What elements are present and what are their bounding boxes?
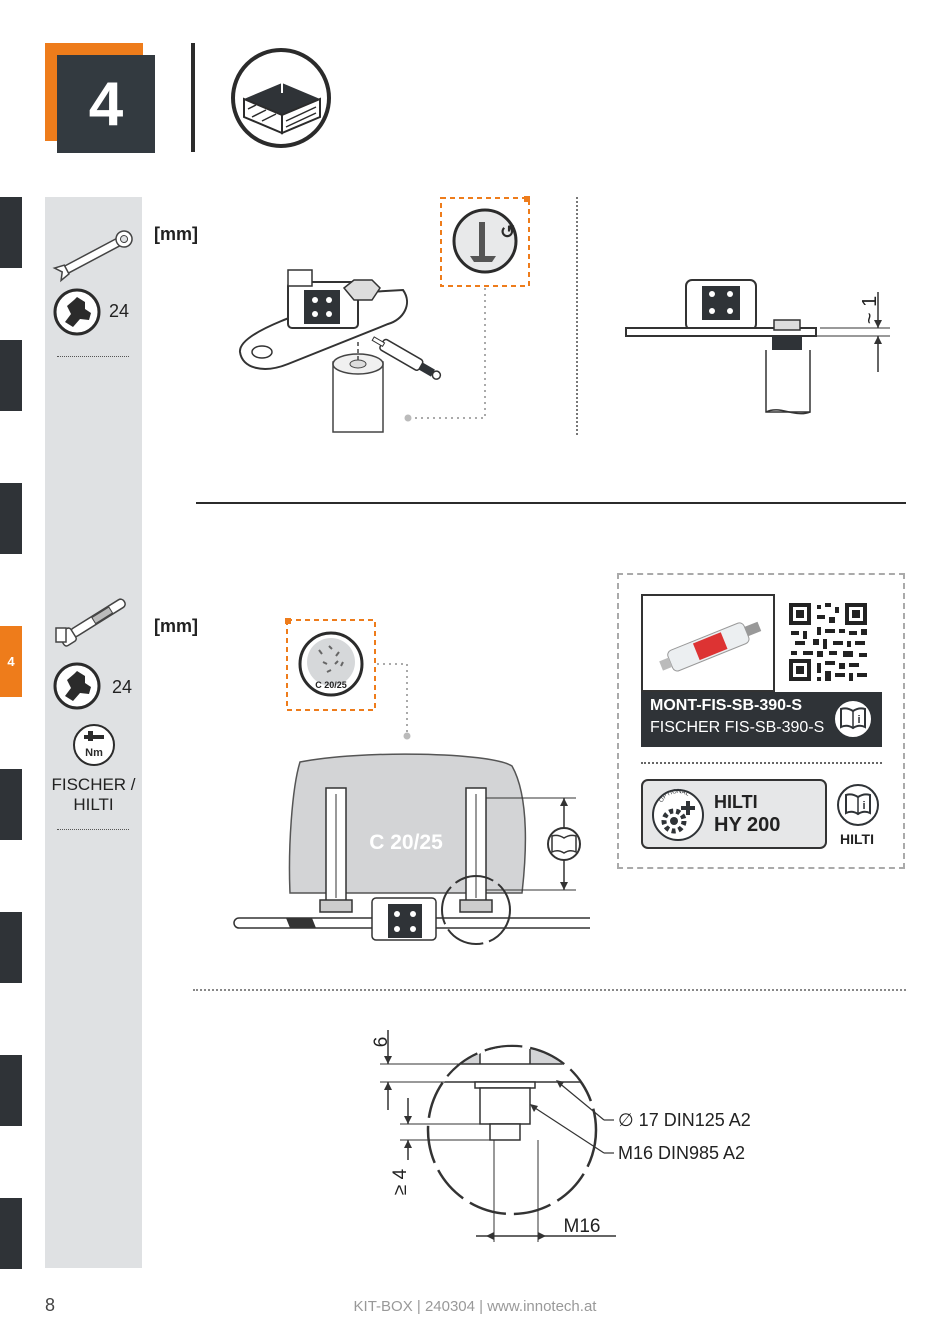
manual-book-icon[interactable]: i — [831, 697, 875, 741]
torque-nm-icon: Nm — [73, 724, 115, 766]
nut-callout: M16 DIN985 A2 — [618, 1143, 745, 1163]
washer-callout: ∅ 17 DIN125 A2 — [618, 1110, 751, 1130]
product-name: FISCHER FIS-SB-390-S — [650, 719, 825, 736]
chapter-tab-8[interactable] — [0, 1198, 22, 1269]
wrench-size-top: 24 — [109, 301, 130, 321]
diagram-divider-vertical — [576, 197, 578, 435]
chapter-tab-6[interactable] — [0, 912, 22, 983]
tool-separator-top — [57, 356, 129, 357]
chapter-tab-1[interactable] — [0, 197, 22, 268]
adhesive-product-box — [617, 573, 905, 869]
socket-size-icon-2 — [53, 662, 101, 710]
concrete-block-label: C 20/25 — [369, 831, 443, 854]
hilti-manual-icon[interactable]: i — [835, 782, 881, 828]
concrete-anchor-illustration: C 20/25 — [233, 753, 590, 945]
units-label-bottom: [mm] — [154, 616, 198, 636]
chapter-tab-4[interactable]: 4 — [0, 626, 22, 697]
gap-dimension: ~ 1 — [859, 296, 881, 324]
wrench-icon — [52, 230, 133, 283]
alt-product: HY 200 — [714, 814, 781, 836]
concrete-badge-label: C 20/25 — [315, 680, 347, 690]
alt-brand: HILTI — [714, 792, 758, 812]
chapter-tab-3[interactable] — [0, 483, 22, 554]
adhesive-brand-label: FISCHER / HILTI — [51, 775, 136, 814]
svg-text:i: i — [862, 800, 865, 812]
chapter-tab-5[interactable] — [0, 769, 22, 840]
step-number: 4 — [57, 55, 155, 153]
product-code: MONT-FIS-SB-390-S — [650, 697, 803, 714]
bracket-side-view-illustration: ~ 1 — [625, 279, 890, 415]
wrench-size-bottom: 24 — [112, 677, 133, 697]
qr-code-icon[interactable] — [787, 601, 869, 683]
product-separator — [641, 762, 882, 764]
nut-washer-detail-illustration: 6 ≥ 4 M16 ∅ 17 DIN125 A2 M16 DIN985 A2 — [371, 1030, 751, 1242]
concrete-grade-badge: C 20/25 — [285, 618, 411, 740]
clearance-dimension: 6 — [371, 1037, 392, 1048]
units-label-top: [mm] — [154, 224, 198, 244]
footer-text: KIT-BOX | 240304 | www.innotech.at — [353, 1298, 597, 1315]
svg-text:↺: ↺ — [500, 222, 515, 242]
bracket-assembly-illustration: ↺ — [238, 196, 530, 433]
adhesive-cartridge-image — [641, 594, 775, 692]
tool-separator-bottom — [57, 829, 129, 830]
hilti-manual-label: HILTI — [840, 831, 874, 847]
roof-surface-icon — [231, 48, 331, 148]
svg-text:i: i — [857, 714, 860, 726]
torque-wrench-icon — [55, 598, 126, 647]
page-number: 8 — [45, 1295, 56, 1315]
optional-gear-icon: OPTIONAL — [652, 789, 704, 841]
chapter-tab-2[interactable] — [0, 340, 22, 411]
section-separator — [196, 502, 906, 504]
thread-dimension: ≥ 4 — [390, 1168, 411, 1195]
step-divider — [191, 43, 195, 152]
chapter-tab-7[interactable] — [0, 1055, 22, 1126]
bolt-size-dimension: M16 — [564, 1216, 601, 1237]
socket-size-icon — [53, 288, 101, 336]
cartridge-illustration — [659, 621, 762, 672]
diagram-divider-horizontal — [193, 989, 906, 991]
svg-text:Nm: Nm — [85, 747, 103, 759]
